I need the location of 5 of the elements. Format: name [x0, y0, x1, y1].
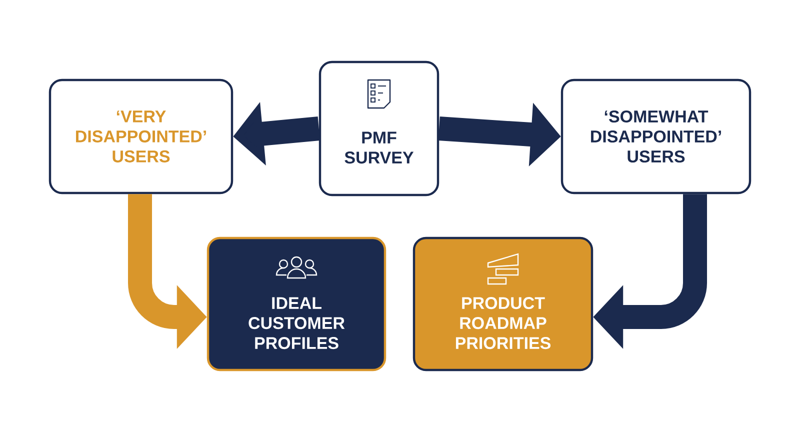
survey-box: PMF SURVEY [318, 60, 440, 196]
outcome-box: PRODUCT ROADMAP PRIORITIES [412, 236, 594, 372]
group-box: ‘VERY DISAPPOINTED’ USERS [48, 78, 234, 194]
group-box: ‘SOMEWHAT DISAPPOINTED’ USERS [560, 78, 752, 194]
outcome-box: IDEAL CUSTOMER PROFILES [206, 236, 386, 372]
